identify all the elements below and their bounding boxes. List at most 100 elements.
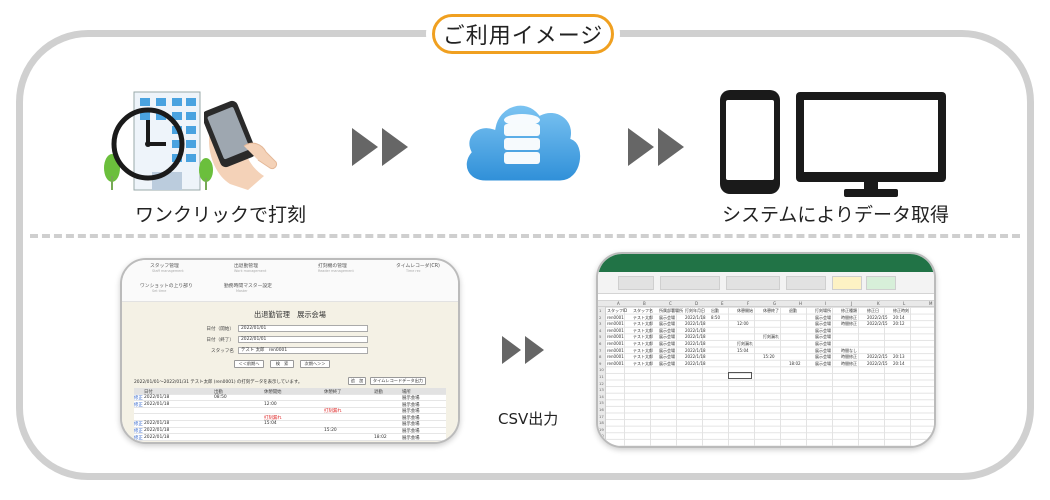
excel-cell[interactable]: 展示会場 — [659, 354, 675, 360]
nav-timerec[interactable]: タイムレコーダ(CR) — [396, 264, 440, 269]
excel-cell[interactable]: テスト太郎 — [633, 354, 653, 360]
excel-formula-bar[interactable] — [598, 294, 934, 301]
excel-cell[interactable]: 修正日 — [867, 308, 879, 313]
edit-link[interactable]: 修正 — [134, 422, 143, 428]
excel-cell[interactable]: 展示会場 — [815, 327, 831, 333]
excel-cell[interactable]: 打刻漏れ — [763, 334, 779, 340]
excel-cell[interactable]: 15:04 — [737, 347, 749, 353]
excel-cell[interactable]: 2022/2/15 — [867, 321, 888, 327]
excel-cell[interactable]: 展示会場 — [815, 334, 831, 340]
excel-cell[interactable]: 時間修正 — [841, 354, 857, 360]
excel-cell[interactable]: スタッフ名 — [633, 308, 653, 313]
excel-cell[interactable]: 展示会場 — [659, 327, 675, 333]
search-button[interactable]: 検 索 — [270, 360, 294, 368]
excel-cell[interactable]: 2022/1/18 — [685, 360, 706, 366]
add-button[interactable]: 追 加 — [348, 377, 366, 385]
excel-column-label[interactable]: J — [851, 301, 853, 306]
excel-row-number[interactable]: 1 — [599, 308, 602, 313]
excel-column-label[interactable]: G — [773, 301, 777, 306]
excel-cell[interactable]: 18:02 — [789, 360, 801, 366]
excel-cell[interactable]: ren0001 — [607, 341, 624, 346]
excel-cell[interactable]: ren0001 — [607, 321, 624, 327]
excel-cell[interactable]: ren0001 — [607, 360, 624, 366]
excel-cell[interactable]: ren0001 — [607, 334, 624, 340]
excel-row-number[interactable]: 17 — [599, 413, 604, 419]
next-period-button[interactable]: 次期へ＞＞ — [300, 360, 330, 368]
excel-cell[interactable]: 時間なし — [841, 347, 857, 353]
excel-cell[interactable]: 展示会場 — [659, 321, 675, 327]
excel-cell[interactable]: 15:20 — [763, 354, 775, 360]
excel-column-label[interactable]: L — [903, 301, 906, 306]
excel-cell[interactable]: 20:14 — [893, 360, 905, 366]
edit-link[interactable]: 修正 — [134, 402, 143, 408]
excel-cell[interactable]: 展示会場 — [815, 354, 831, 360]
excel-cell[interactable]: 展示会場 — [659, 360, 675, 366]
export-button[interactable]: タイムレコードデータ出力 — [370, 377, 426, 385]
excel-cell[interactable]: 修正時刻 — [893, 308, 909, 313]
nav-master[interactable]: 勤務時間マスター設定 — [224, 284, 272, 289]
excel-row-number[interactable]: 15 — [599, 400, 604, 406]
excel-cell[interactable]: テスト太郎 — [633, 334, 653, 340]
excel-cell[interactable]: 2022/1/18 — [685, 327, 706, 333]
excel-column-label[interactable]: M — [929, 301, 933, 306]
excel-cell[interactable]: 2022/1/18 — [685, 321, 706, 327]
excel-column-label[interactable]: K — [877, 301, 880, 306]
excel-cell[interactable]: テスト太郎 — [633, 341, 653, 346]
excel-row-number[interactable]: 18 — [599, 420, 604, 426]
excel-row-number[interactable]: 20 — [599, 433, 604, 439]
excel-cell[interactable]: 時間修正 — [841, 360, 857, 366]
excel-cell[interactable]: 20:12 — [893, 321, 905, 327]
edit-link[interactable]: 修正 — [134, 435, 143, 441]
excel-cell[interactable]: 2022/1/18 — [685, 314, 706, 320]
staff-select[interactable]: テスト 太郎 ren0001 — [238, 347, 368, 354]
excel-column-label[interactable]: E — [721, 301, 724, 306]
edit-link[interactable]: 修正 — [134, 396, 143, 402]
excel-cell[interactable]: 2022/1/18 — [685, 354, 706, 360]
excel-cell[interactable]: テスト太郎 — [633, 321, 653, 327]
excel-column-label[interactable]: C — [669, 301, 672, 306]
excel-column-label[interactable]: F — [747, 301, 750, 306]
excel-cell[interactable]: 時間修正 — [841, 314, 857, 320]
excel-column-label[interactable]: B — [643, 301, 646, 306]
excel-cell[interactable]: 所属部署場所 — [659, 308, 683, 313]
excel-cell[interactable]: 20:14 — [893, 314, 905, 320]
nav-work[interactable]: 出退勤管理 — [234, 264, 258, 269]
excel-cell[interactable]: 12:00 — [737, 321, 749, 327]
excel-cell[interactable]: 2022/1/18 — [685, 347, 706, 353]
date-end-input[interactable]: 2022/01/01 — [238, 336, 368, 343]
excel-cell[interactable]: テスト太郎 — [633, 314, 653, 320]
excel-row-number[interactable]: 11 — [599, 374, 604, 379]
excel-column-label[interactable]: D — [695, 301, 699, 306]
excel-row-number[interactable]: 16 — [599, 407, 604, 412]
excel-row-number[interactable]: 13 — [599, 387, 604, 393]
excel-cell[interactable]: テスト太郎 — [633, 327, 653, 333]
excel-cell[interactable]: 2022/2/15 — [867, 314, 888, 320]
excel-cell[interactable]: 打刻場所 — [815, 308, 831, 313]
excel-row-number[interactable]: 21 — [599, 440, 604, 445]
nav-staff[interactable]: スタッフ管理 — [150, 264, 179, 269]
excel-cell[interactable]: 出勤 — [711, 308, 719, 313]
excel-row-number[interactable]: 6 — [599, 341, 602, 346]
excel-cell[interactable]: 時間修正 — [841, 321, 857, 327]
excel-cell[interactable]: ren0001 — [607, 314, 624, 320]
excel-row-number[interactable]: 2 — [599, 314, 602, 320]
date-start-input[interactable]: 2022/01/01 — [238, 325, 368, 332]
excel-selected-cell[interactable] — [728, 372, 752, 379]
excel-cell[interactable]: 20:13 — [893, 354, 905, 360]
excel-row-number[interactable]: 7 — [599, 347, 602, 353]
excel-column-label[interactable]: I — [825, 301, 827, 306]
excel-cell[interactable]: テスト太郎 — [633, 360, 653, 366]
excel-row-number[interactable]: 4 — [599, 327, 602, 333]
excel-cell[interactable]: 修正種類 — [841, 308, 857, 313]
excel-row-number[interactable]: 9 — [599, 360, 602, 366]
excel-cell[interactable]: ren0001 — [607, 327, 624, 333]
excel-cell[interactable]: 展示会場 — [815, 347, 831, 353]
excel-row-number[interactable]: 3 — [599, 321, 602, 327]
excel-row-number[interactable]: 5 — [599, 334, 602, 340]
excel-cell[interactable]: 展示会場 — [815, 314, 831, 320]
excel-cell[interactable]: ren0001 — [607, 354, 624, 360]
excel-cell[interactable]: 打刻年月日 — [685, 308, 705, 313]
excel-cell[interactable]: 2022/1/18 — [685, 334, 706, 340]
excel-cell[interactable]: 展示会場 — [659, 347, 675, 353]
edit-link[interactable]: 修正 — [134, 429, 143, 435]
